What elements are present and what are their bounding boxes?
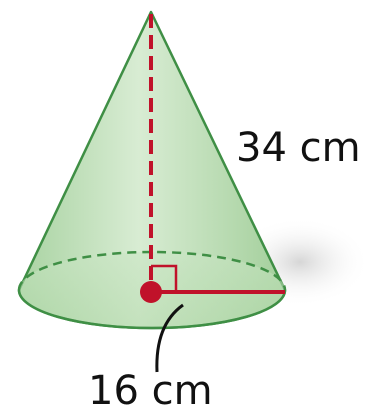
right-angle-marker — [151, 264, 178, 290]
base-front-edge — [17, 289, 287, 330]
slant-height-label: 34 cm — [236, 125, 361, 171]
radius-label: 16 cm — [88, 368, 213, 414]
base-back-edge — [17, 250, 287, 291]
center-point — [140, 281, 162, 303]
radius-leader-line — [155, 303, 184, 373]
